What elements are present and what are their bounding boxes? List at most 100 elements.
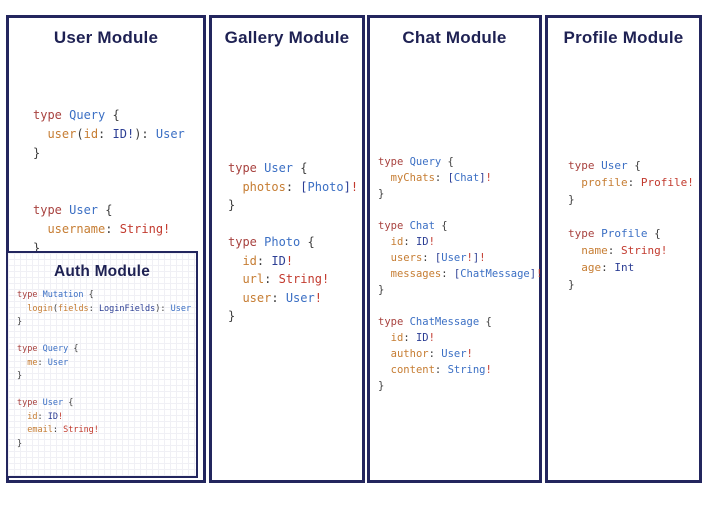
code-token: : [264,272,279,286]
code-token: ! [466,252,473,264]
auth-module-code-block: type Mutation { login(fields: LoginField… [17,289,196,451]
code-line: type Chat { [378,218,539,234]
code-token [228,180,242,194]
code-token: User [441,252,467,264]
code-token: String! [119,222,171,236]
code-line: } [33,144,203,163]
code-token: { [73,344,79,354]
code-token [568,244,581,257]
code-line: id: ID! [228,252,362,271]
code-line: type Query { [378,154,539,170]
code-token: email [27,425,53,435]
code-line: me: User [17,357,196,371]
code-token: id [83,127,99,141]
profile-module-card: Profile Module type User { profile: Prof… [545,15,702,483]
code-token: } [17,317,23,327]
code-token [378,348,391,360]
code-line: } [378,378,539,394]
code-token: String! [63,425,99,435]
code-token: ID! [112,127,135,141]
user-module-code-block: type Query { user(id: ID!): User} type U… [33,106,203,258]
code-token: [ [300,179,308,194]
code-token: ): [134,127,156,141]
code-token: age [581,261,602,274]
code-token: : [441,268,454,280]
code-token: Int [614,261,635,274]
code-token: photos [242,179,286,194]
code-line: login(fields: LoginFields): User [17,303,196,317]
code-line: type Query { [33,106,203,125]
code-line: id: ID! [378,234,539,250]
code-token: type [228,235,265,249]
code-token: id [242,253,257,268]
code-token: me [27,357,38,368]
code-line [378,202,539,218]
code-token: User [264,161,301,175]
code-line: email: String! [17,424,196,438]
code-line: author: User! [378,346,539,362]
code-token: Profile [601,227,655,240]
code-token: } [33,146,41,160]
code-token: content [390,364,435,376]
profile-module-code-block: type User { profile: Profile!} type Prof… [568,157,699,293]
code-token: : [434,172,448,184]
code-line: type ChatMessage { [378,314,539,330]
code-token: { [307,235,315,249]
code-line: } [228,307,362,326]
gallery-module-card: Gallery Module type User { photos: [Phot… [209,15,365,483]
code-token: ! [428,236,435,248]
code-token: : [37,411,48,422]
code-token: : [428,348,442,360]
code-token [378,268,391,280]
profile-module-title: Profile Module [563,28,684,47]
code-token [568,261,581,274]
code-token: ( [76,127,84,141]
code-token: Chat [409,220,442,232]
code-token: id [27,411,38,422]
code-line: } [33,239,203,258]
code-line: type User { [568,157,699,174]
code-token: : [285,179,301,194]
code-token [378,252,391,264]
code-token: : [256,253,272,268]
code-token: { [447,156,454,168]
code-token: ] [472,252,480,264]
code-token: type [378,156,410,168]
code-token: ! [350,179,359,194]
code-token: ] [343,179,351,194]
code-line: profile: Profile! [568,174,699,191]
code-token: ! [58,411,64,422]
code-token [228,291,242,305]
code-line: user: User! [228,289,362,308]
code-token: ): [155,303,171,314]
code-token: ] [529,268,537,280]
code-token: User [42,398,69,408]
code-token: : [434,364,448,376]
code-token [378,332,391,344]
code-token: } [568,278,575,291]
code-token: User [69,203,106,217]
code-token: User [285,290,315,305]
code-token: String! [278,272,330,286]
code-token: type [568,159,602,172]
code-line: } [378,282,539,298]
code-token: } [568,193,575,206]
code-token [568,176,581,189]
code-token [33,222,47,236]
code-token: : [403,332,416,344]
code-token: { [485,316,492,328]
code-token: : [88,303,99,314]
code-token: ! [314,290,322,305]
code-token: ID [415,236,429,248]
code-token: fields [57,303,89,314]
code-token: type [17,344,43,354]
chat-module-title: Chat Module [402,28,507,47]
code-token: : [607,244,621,257]
code-token: username [47,222,106,236]
code-token: name [581,244,608,257]
code-token: String! [621,244,668,257]
code-token: { [68,398,74,408]
code-token: Photo [264,235,308,249]
code-token: Photo [307,179,344,194]
